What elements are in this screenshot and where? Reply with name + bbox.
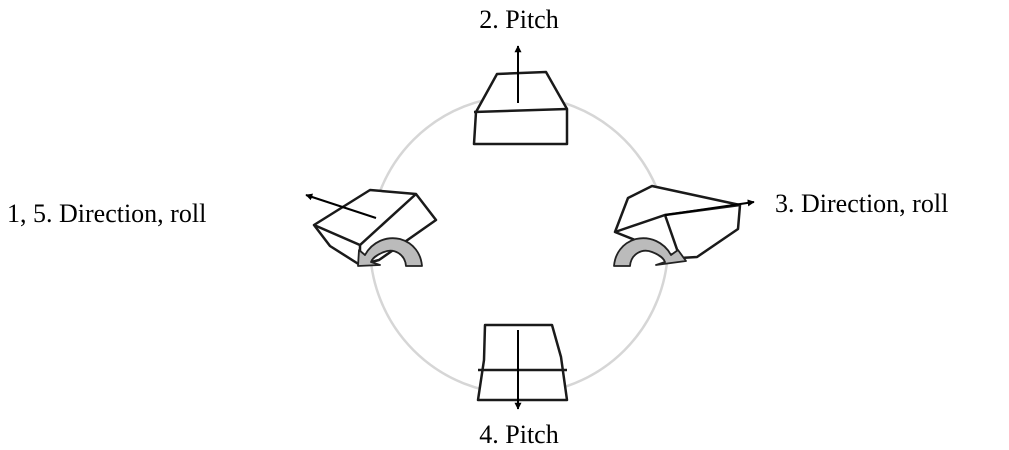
label-step-2-pitch: 2. Pitch — [479, 5, 558, 34]
label-step-1-5-direction-roll: 1, 5. Direction, roll — [7, 199, 206, 228]
roll-rotation-arrow-left — [357, 237, 423, 267]
block-direction-roll-right — [613, 184, 755, 267]
direction-right-arrow — [664, 199, 755, 216]
direction-left-arrow — [305, 193, 377, 219]
label-step-3-direction-roll: 3. Direction, roll — [775, 189, 948, 218]
block-pitch-top — [472, 45, 569, 146]
block-pitch-bottom — [476, 323, 569, 410]
label-step-4-pitch: 4. Pitch — [479, 420, 558, 449]
roll-rotation-arrow-right — [613, 237, 687, 267]
block-direction-roll-left — [305, 188, 438, 267]
